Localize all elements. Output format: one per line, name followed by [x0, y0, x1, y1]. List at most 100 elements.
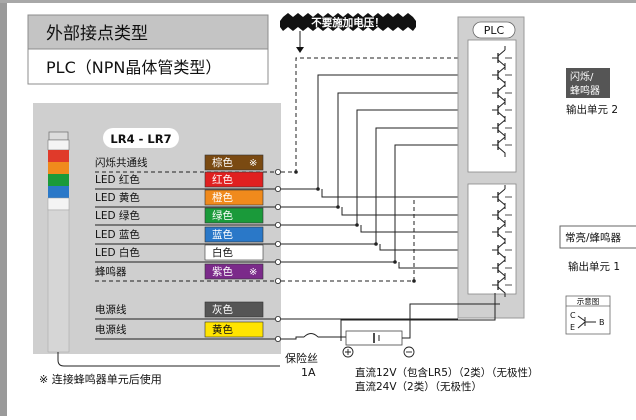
junction-dot	[294, 170, 298, 174]
plc-output-unit-2	[467, 39, 517, 173]
wire-terminal	[274, 240, 281, 247]
signal-connection	[281, 109, 492, 226]
output-unit-2-box-line1: 闪烁/	[570, 70, 594, 83]
header-subtitle-box	[27, 48, 269, 85]
wire-color-chip	[204, 244, 264, 261]
signal-connection	[281, 144, 492, 263]
transistor-icon	[492, 220, 512, 244]
wire-color-label: 白色	[212, 246, 233, 259]
junction-dot	[336, 205, 340, 209]
wire-color-label: 蓝色	[212, 228, 233, 241]
wire-color-label: 紫色	[212, 265, 233, 278]
warning-arrowhead	[296, 47, 304, 53]
wire-color-chip	[204, 263, 264, 280]
wire-color-label: 绿色	[212, 209, 233, 222]
wire-row: LED 蓝色 蓝色	[95, 226, 281, 247]
wire-terminal	[274, 168, 281, 175]
power-line1: 直流12V（包含LR5）（2类）（无极性）	[355, 366, 539, 379]
model-label: LR4 - LR7	[110, 132, 171, 146]
wire-name: LED 白色	[95, 246, 140, 259]
wire-color-chip	[204, 171, 264, 188]
power-minus-wire	[402, 303, 500, 339]
transistor-icon	[492, 256, 512, 280]
fuse-label: 保险丝	[285, 351, 318, 365]
legend-e: E	[570, 323, 575, 332]
junction-dot	[412, 279, 416, 283]
plus-sign	[345, 349, 351, 355]
output-unit-2-label: 输出单元 2	[566, 103, 618, 116]
signal-connection	[281, 92, 492, 208]
legend-b: B	[599, 318, 605, 327]
wire-note-mark: ※	[249, 267, 257, 278]
wire-row: LED 红色 红色	[95, 171, 281, 192]
signal-connection	[281, 57, 492, 173]
transistor-icon	[492, 238, 512, 262]
wire-terminal	[274, 335, 281, 342]
wire-color-chip	[204, 154, 264, 171]
tower-cable	[57, 352, 280, 367]
fuse: 保险丝 1A	[285, 333, 319, 379]
plc-output-unit-1	[467, 183, 517, 295]
header: 外部接点类型 PLC（NPN晶体管类型）	[27, 14, 269, 85]
signal-connection-unit1	[379, 244, 492, 251]
wire-row: 闪烁共通线棕色※	[95, 154, 281, 175]
wire-row: 电源线 黄色	[95, 321, 281, 342]
legend-c: C	[570, 311, 576, 320]
power-line2: 直流24V（2类）（无极性）	[355, 380, 482, 393]
wire-color-chip	[204, 321, 264, 338]
wire-row: 蜂鸣器 紫色 ※	[95, 263, 281, 284]
signal-connection-unit1	[360, 225, 492, 233]
power-plus-wire	[340, 293, 496, 341]
top-edge-bar	[0, 0, 636, 3]
wire-color-chip	[204, 301, 264, 318]
wire-row: 电源线 灰色	[95, 301, 281, 322]
legend-title: 示意图	[577, 296, 600, 306]
wire-color-label: 红色	[212, 173, 233, 186]
wire-rows: 闪烁共通线棕色※LED 红色 红色 LED 黄色 橙色 LED 绿色 绿色 LED 蓝色 蓝色…	[95, 57, 492, 342]
wire-color-chip	[204, 207, 264, 224]
left-edge-bar	[0, 0, 7, 416]
wire-name: 蜂鸣器	[95, 265, 127, 278]
header-title: 外部接点类型	[46, 24, 148, 44]
output-unit-1-box	[559, 225, 636, 249]
warning-banner: 不要施加电压！	[280, 13, 416, 31]
legend-box: 示意图 C E B	[565, 295, 611, 335]
model-label-pill	[103, 128, 179, 148]
wire-name: LED 红色	[95, 173, 140, 186]
wire-terminal	[274, 185, 281, 192]
output-unit-2-box-line2: 蜂鸣器	[570, 84, 600, 97]
power-wire-yellow	[281, 336, 304, 340]
wire-row: LED 黄色 橙色	[95, 189, 281, 210]
signal-connection	[281, 74, 492, 190]
wire-note-mark: ※	[249, 158, 257, 169]
plc-block: PLC	[457, 16, 525, 319]
wire-name: 电源线	[95, 323, 127, 336]
wire-name: LED 蓝色	[95, 228, 140, 241]
legend-transistor-icon	[577, 315, 596, 329]
transistor-icon	[492, 133, 512, 157]
header-subtitle: PLC（NPN晶体管类型）	[46, 58, 221, 77]
output-unit-2-box	[566, 68, 610, 98]
wire-name: 闪烁共通线	[95, 156, 148, 169]
wire-name: 电源线	[95, 303, 127, 316]
wire-name: LED 绿色	[95, 209, 140, 222]
transistor-icon	[492, 273, 512, 297]
wire-color-label: 橙色	[212, 191, 233, 204]
output-unit-1-label: 输出单元 1	[568, 260, 620, 273]
junction-dot	[355, 223, 359, 227]
wire-name: LED 黄色	[95, 191, 140, 204]
junction-dot	[316, 187, 320, 191]
fuse-icon	[303, 333, 319, 338]
wire-color-chip	[204, 189, 264, 206]
junction-dot	[393, 260, 397, 264]
wire-color-label: 灰色	[212, 303, 233, 316]
wire-color-label: 黄色	[212, 323, 233, 336]
wire-row: LED 绿色 绿色	[95, 207, 281, 228]
transistor-array	[492, 46, 512, 297]
power-supply: 直流12V（包含LR5）（2类）（无极性） 直流24V（2类）（无极性）	[318, 293, 539, 393]
output-unit-1-annotation: 常亮/蜂鸣器 输出单元 1	[559, 225, 636, 273]
wire-terminal	[274, 258, 281, 265]
header-title-box	[27, 14, 269, 50]
